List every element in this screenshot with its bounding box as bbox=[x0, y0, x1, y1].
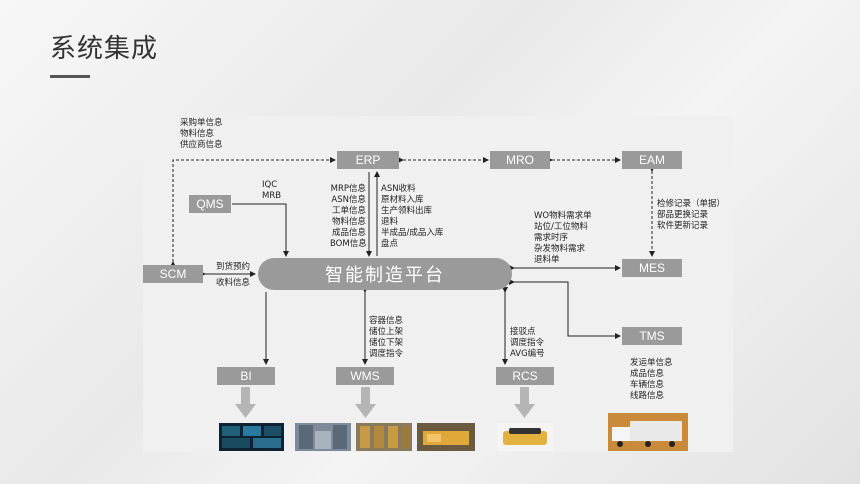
scm-node: SCM bbox=[143, 265, 203, 283]
conveyor-image bbox=[417, 423, 475, 451]
scm-top-label: 采购单信息物料信息供应商信息 bbox=[180, 118, 223, 150]
title-underline bbox=[50, 75, 90, 78]
tms-label: 发运单信息成品信息车辆信息线路信息 bbox=[630, 358, 673, 401]
wms-down-arrow bbox=[355, 387, 376, 418]
mro-node: MRO bbox=[490, 151, 550, 169]
bi-down-arrow bbox=[235, 387, 256, 418]
wms-node: WMS bbox=[336, 367, 394, 385]
scm-erp-link bbox=[170, 157, 336, 267]
wms-label: 容器信息储位上架储位下架调度指令 bbox=[369, 316, 404, 359]
warehouse-shelves-image bbox=[295, 423, 351, 451]
qms-hub-link bbox=[232, 203, 289, 257]
truck-image bbox=[608, 413, 688, 451]
erp-up-label: ASN收料原材料入库生产领料出库 退料半成品/成品入库盘点 bbox=[381, 184, 444, 249]
rcs-down-arrow bbox=[514, 387, 535, 418]
mes-node: MES bbox=[622, 259, 682, 277]
tms-hub-link bbox=[509, 279, 621, 339]
bi-node: BI bbox=[217, 367, 275, 385]
bi-dashboard-image bbox=[219, 423, 284, 451]
warehouse-racks-image bbox=[356, 423, 412, 451]
mes-label: WO物料需求单站位/工位物料需求时序 杂发物料需求退料单 bbox=[534, 211, 592, 265]
slide-title: 系统集成 bbox=[50, 34, 159, 64]
qms-node: QMS bbox=[189, 195, 231, 213]
eam-label: 检修记录（单据）部品更换记录软件更新记录 bbox=[657, 199, 726, 231]
hub-node: 智能制造平台 bbox=[258, 258, 512, 290]
eam-node: EAM bbox=[622, 151, 682, 169]
erp-node: ERP bbox=[337, 151, 399, 169]
scm-hub-label: 到货预约收料信息 bbox=[216, 262, 251, 288]
tms-node: TMS bbox=[622, 327, 682, 345]
rcs-node: RCS bbox=[496, 367, 554, 385]
agv-robot-image bbox=[497, 423, 553, 451]
